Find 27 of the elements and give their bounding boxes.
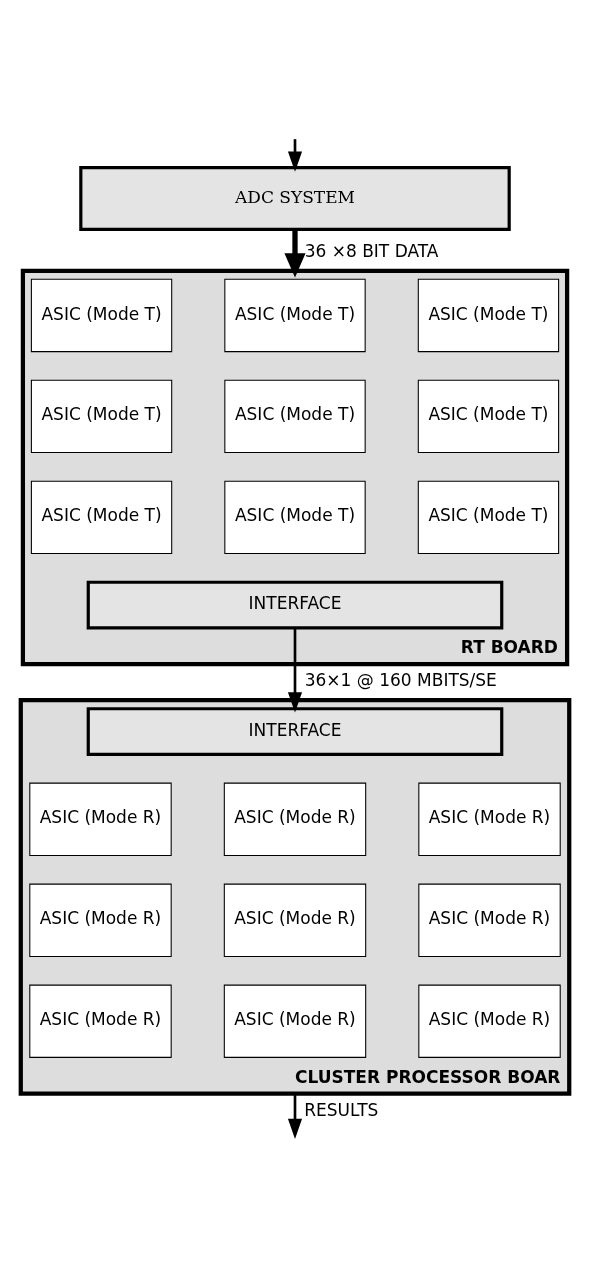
node-box: ASIC (Mode R) bbox=[29, 984, 172, 1058]
node-box: ASIC (Mode T) bbox=[224, 379, 366, 453]
node-box: ASIC (Mode R) bbox=[29, 782, 172, 856]
node-box: INTERFACE bbox=[86, 580, 504, 630]
edge-label: RESULTS bbox=[304, 1099, 379, 1120]
node-box: ADC SYSTEM bbox=[79, 165, 511, 231]
arrow bbox=[284, 228, 306, 277]
arrow bbox=[287, 1093, 303, 1139]
node-box: ASIC (Mode R) bbox=[223, 782, 367, 856]
node-box: ASIC (Mode T) bbox=[30, 278, 173, 352]
node-box: ASIC (Mode T) bbox=[417, 480, 560, 554]
node-box: ASIC (Mode R) bbox=[223, 883, 367, 957]
node-box: ASIC (Mode T) bbox=[417, 379, 560, 453]
node-box: ASIC (Mode R) bbox=[418, 883, 561, 957]
node-box: ASIC (Mode T) bbox=[224, 278, 366, 352]
edge-label: 36×1 @ 160 MBITS/SE bbox=[304, 669, 497, 690]
node-box: INTERFACE bbox=[86, 706, 504, 756]
arrow bbox=[287, 627, 303, 712]
node-box: ASIC (Mode T) bbox=[224, 480, 366, 554]
node-box: ASIC (Mode R) bbox=[418, 782, 561, 856]
node-box: ASIC (Mode T) bbox=[30, 480, 173, 554]
node-box: ASIC (Mode R) bbox=[418, 984, 561, 1058]
node-box: ASIC (Mode T) bbox=[30, 379, 173, 453]
node-box: ASIC (Mode R) bbox=[223, 984, 367, 1058]
edge-label: 36 ×8 BIT DATA bbox=[304, 240, 439, 261]
node-box: ASIC (Mode R) bbox=[29, 883, 172, 957]
node-box: ASIC (Mode T) bbox=[417, 278, 560, 352]
